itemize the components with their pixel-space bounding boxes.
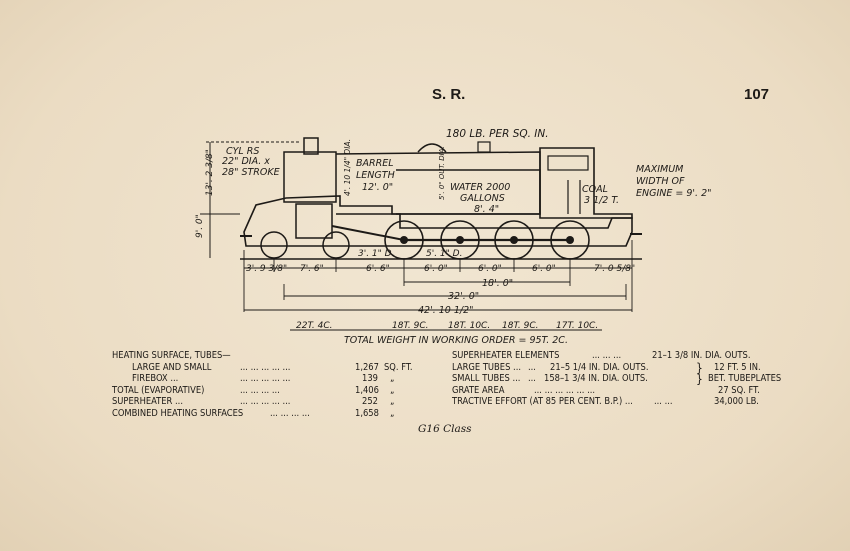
- spec-unit: SQ. FT.: [384, 361, 413, 373]
- dim-18ft: 18'. 0": [482, 278, 513, 289]
- brace-icon: }: [696, 372, 703, 387]
- max-width-label-3: ENGINE = 9'. 2": [636, 188, 712, 199]
- spec-label: GRATE AREA: [452, 384, 505, 396]
- bogie-wheel-diameter: 3'. 1" D.: [358, 249, 394, 259]
- spec-extra: 12 FT. 5 IN.: [714, 361, 761, 373]
- spec-value: 21–5 1/4 IN. DIA. OUTS.: [550, 361, 649, 373]
- spec-label: HEATING SURFACE, TUBES—: [112, 350, 231, 361]
- spec-unit: „: [390, 384, 395, 396]
- total-weight-label: TOTAL WEIGHT IN WORKING ORDER = 95T. 2C.: [344, 335, 568, 346]
- pressure-label: 180 LB. PER SQ. IN.: [446, 128, 549, 140]
- height-axis-label: 9'. 0": [195, 214, 205, 238]
- barrel-label: BARREL: [356, 158, 394, 169]
- spec-dots: ... ... ... ...: [240, 384, 280, 396]
- spec-value: 1,267: [355, 361, 379, 373]
- tank-length-label: 8'. 4": [474, 204, 499, 215]
- brace-icon: }: [696, 360, 703, 375]
- spec-label: TOTAL (EVAPORATIVE): [112, 384, 205, 396]
- bogie-wheel-1: [260, 231, 288, 259]
- boiler-diameter-label: 4'. 10 1/4" DIA.: [343, 139, 352, 196]
- spec-value: 1,658: [355, 407, 379, 419]
- axle-weight-3: 18T. 10C.: [448, 321, 490, 331]
- spec-dots: ...: [528, 361, 536, 373]
- wheelbase-dim-7: 7'. 0 5/8": [594, 264, 635, 274]
- spec-value: 139: [362, 373, 378, 385]
- dim-32ft: 32'. 0": [448, 291, 479, 302]
- figure-caption: G16 Class: [418, 423, 472, 435]
- water-capacity-label: WATER 2000: [450, 182, 510, 193]
- coal-label: COAL: [582, 184, 608, 195]
- coal-capacity-label: 3 1/2 T.: [584, 195, 619, 206]
- spec-value: 27 SQ. FT.: [718, 384, 760, 396]
- max-width-label-2: WIDTH OF: [636, 176, 685, 187]
- wheelbase-dim-5: 6'. 0": [478, 264, 502, 274]
- spec-label: SMALL TUBES ...: [452, 373, 521, 385]
- spec-label: SUPERHEATER ELEMENTS: [452, 350, 560, 361]
- spec-value: 158–1 3/4 IN. DIA. OUTS.: [544, 373, 648, 385]
- axle-weight-1: 22T. 4C.: [296, 321, 332, 331]
- spec-unit: „: [390, 407, 395, 419]
- wheelbase-dim-6: 6'. 0": [532, 264, 556, 274]
- locomotive-diagram: 180 LB. PER SQ. IN. CYL RS 22" DIA. x 28…: [195, 128, 712, 346]
- spec-label: COMBINED HEATING SURFACES: [112, 407, 244, 419]
- spec-dots: ...: [528, 373, 536, 385]
- cylinders-label: CYL RS: [226, 146, 259, 157]
- spec-dots: ... ... ... ...: [270, 407, 310, 419]
- locomotive-outline: [240, 137, 642, 247]
- spec-dots: ... ... ...: [592, 350, 622, 361]
- spec-dots: ... ...: [654, 396, 673, 408]
- spec-value: 252: [362, 396, 378, 408]
- water-gallons-label: GALLONS: [460, 193, 505, 204]
- axle-weight-5: 17T. 10C.: [556, 321, 598, 331]
- height-total-label: 13'. 2 3/8": [205, 149, 215, 196]
- driving-wheel-diameter: 5'. 1" D.: [426, 249, 462, 259]
- spec-label: FIREBOX ...: [132, 373, 179, 385]
- spec-dots: ... ... ... ... ... ...: [534, 384, 596, 396]
- wheelbase-dim-2: 7'. 6": [300, 264, 324, 274]
- spec-unit: „: [390, 396, 395, 408]
- wheelbase-dim-4: 6'. 0": [424, 264, 448, 274]
- axle-weight-2: 18T. 9C.: [392, 321, 428, 331]
- spec-dots: ... ... ... ... ...: [240, 361, 291, 373]
- barrel-length-label: LENGTH: [356, 170, 395, 181]
- spec-label: LARGE AND SMALL: [132, 361, 212, 373]
- spec-dots: ... ... ... ... ...: [240, 396, 291, 408]
- spec-label: LARGE TUBES ...: [452, 361, 522, 373]
- cylinders-stroke-label: 28" STROKE: [222, 167, 280, 178]
- axle-weight-4: 18T. 9C.: [502, 321, 538, 331]
- spec-label: TRACTIVE EFFORT (AT 85 PER CENT. B.P.) .…: [452, 396, 633, 408]
- spec-unit: „: [390, 373, 395, 385]
- max-width-label-1: MAXIMUM: [636, 164, 683, 175]
- wheelbase-dim-3: 6'. 6": [366, 264, 390, 274]
- cylinders-dia-label: 22" DIA. x: [222, 156, 270, 167]
- spec-dots: ... ... ... ... ...: [240, 373, 291, 385]
- spec-value: 21–1 3/8 IN. DIA. OUTS.: [652, 350, 751, 361]
- bogie-wheel-2: [322, 231, 350, 259]
- tank-height-label: 5'. 0" OUT. DIA.: [438, 146, 446, 200]
- spec-value: 1,406: [355, 384, 379, 396]
- barrel-length-value: 12'. 0": [362, 182, 393, 193]
- wheelbase-dim-1: 3'. 9 3/8": [246, 264, 287, 274]
- dim-overall-length: 42'. 10 1/2": [418, 305, 474, 316]
- page-header-railway: S. R.: [432, 86, 466, 103]
- spec-label: SUPERHEATER ...: [112, 396, 183, 408]
- spec-value: 34,000 LB.: [714, 396, 759, 408]
- spec-extra: BET. TUBEPLATES: [708, 373, 782, 385]
- page-number: 107: [744, 86, 770, 103]
